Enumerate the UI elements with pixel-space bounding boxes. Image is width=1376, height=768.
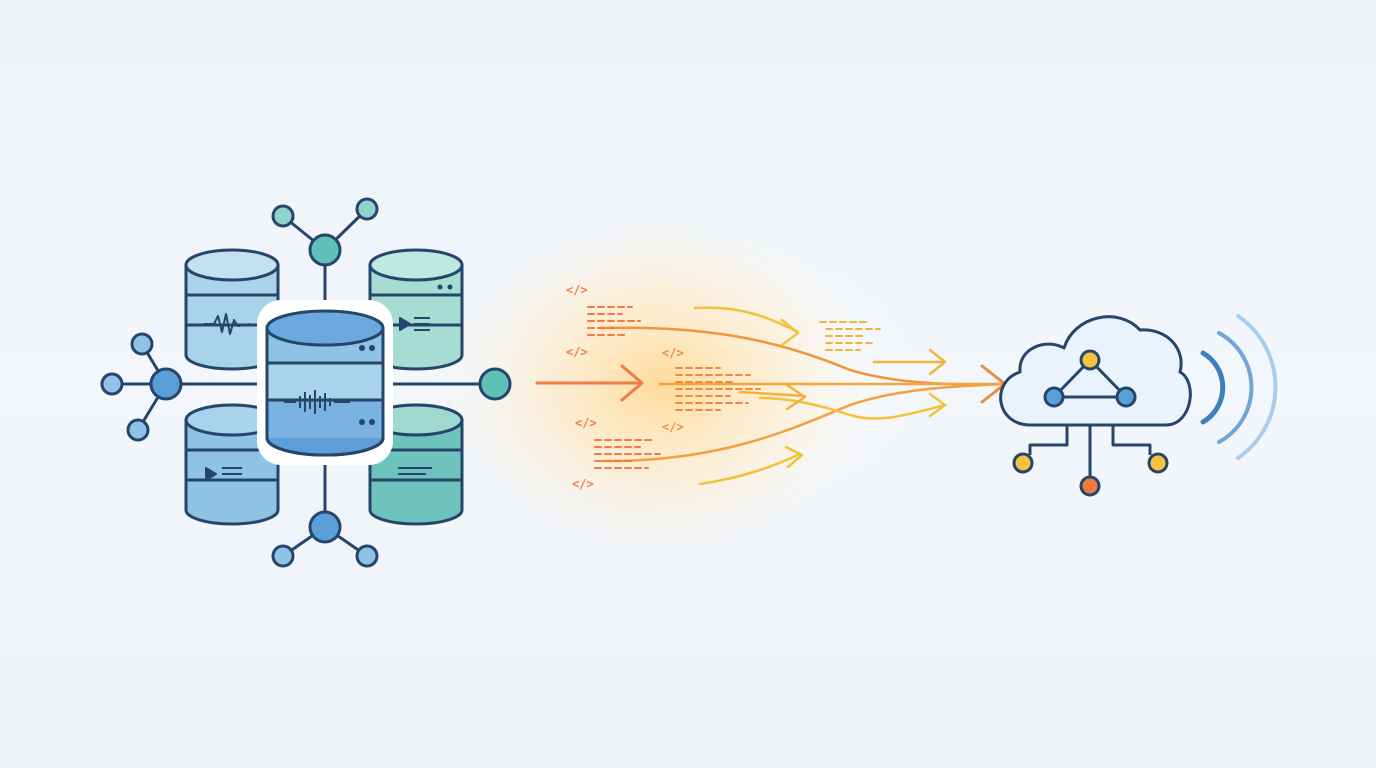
database-icon-center — [257, 300, 393, 465]
code-tag-icon: </> — [572, 477, 594, 491]
database-icon — [184, 403, 280, 526]
code-tag-icon: </> — [662, 346, 684, 360]
waveform-icon — [204, 313, 251, 335]
data-flow — [535, 306, 1007, 486]
arrow-icon — [928, 392, 947, 418]
code-tag-icon: </> — [566, 283, 588, 297]
waveform-icon — [284, 390, 350, 414]
wireless-signal-icon — [1200, 314, 1278, 460]
code-snippet — [594, 439, 661, 469]
database-cluster — [100, 197, 512, 568]
flow-line — [738, 390, 807, 398]
flow-line — [600, 382, 1007, 463]
cloud-icon — [999, 315, 1192, 497]
code-tags: </> </> </> </> </> </> — [566, 283, 684, 491]
network-node-icon — [271, 197, 379, 267]
arrow-icon — [780, 318, 800, 347]
arrow-icon — [535, 364, 644, 402]
play-list-icon — [205, 467, 242, 481]
code-snippet — [675, 367, 761, 411]
database-icon — [184, 248, 280, 371]
network-node-icon — [1079, 475, 1101, 497]
network-node-icon — [1147, 452, 1169, 474]
arrow-icon — [785, 383, 807, 411]
code-tag-icon: </> — [566, 345, 588, 359]
code-snippet — [819, 321, 881, 351]
network-node-icon — [1012, 452, 1034, 474]
flow-line — [693, 306, 800, 334]
cloud-connectors — [1028, 425, 1152, 478]
code-snippet — [587, 306, 641, 336]
flow-line — [698, 452, 802, 486]
network-node-icon — [478, 367, 512, 401]
database-icon — [368, 403, 464, 526]
arrow-icon — [784, 445, 804, 469]
play-list-icon — [399, 317, 430, 331]
graph-triangle-icon — [1043, 349, 1137, 408]
text-lines-icon — [398, 467, 432, 481]
network-node-icon — [100, 332, 183, 442]
arrow-icon — [872, 348, 947, 376]
network-node-icon — [271, 510, 379, 568]
code-tag-icon: </> — [575, 416, 597, 430]
code-tag-icon: </> — [662, 420, 684, 434]
flow-line — [758, 396, 947, 420]
